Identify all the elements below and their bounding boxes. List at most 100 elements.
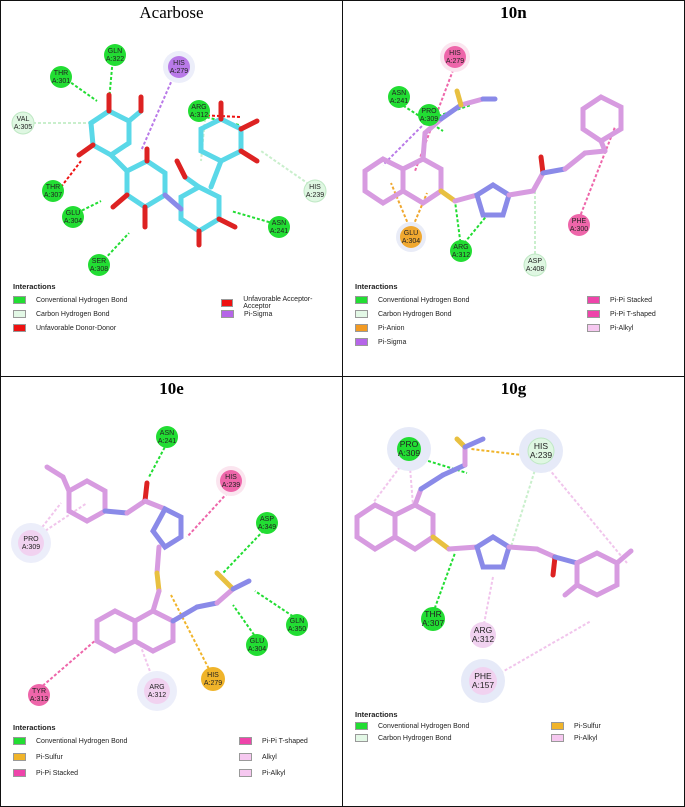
residue-disc (523, 253, 547, 277)
interaction-diagram: ASN A:241 HIS A:239 ASP A:349 PRO A:309 … (11, 426, 308, 711)
legend-label: Unfavorable Acceptor-Acceptor (243, 296, 313, 310)
legend-swatch (355, 296, 368, 304)
panel-title: 10n (500, 3, 527, 22)
legend-swatch (13, 324, 26, 332)
residue-name: HIS (173, 60, 185, 67)
residue-disc (397, 437, 421, 461)
interaction-line (186, 488, 232, 538)
residue-name: GLN (290, 618, 304, 625)
residue-disc (286, 614, 308, 636)
legend-swatch (551, 734, 564, 742)
residue-number: A:307 (44, 192, 62, 199)
legend-swatch (355, 722, 368, 730)
legend-item: Conventional Hydrogen Bond (13, 737, 127, 745)
residue-disc (28, 684, 50, 706)
legend-label: Pi-Alkyl (574, 734, 598, 742)
legend-item: Carbon Hydrogen Bond (13, 310, 110, 318)
residue-name: ARG (191, 104, 206, 111)
legend-label: Pi-Sulfur (574, 722, 601, 730)
legend-title: Interactions (13, 723, 56, 732)
residue-name: ASN (272, 220, 286, 227)
interaction-line (148, 442, 168, 478)
residue-disc (303, 179, 327, 203)
residue-discs (11, 44, 327, 276)
legend-label: Conventional Hydrogen Bond (36, 737, 128, 745)
legend-swatch (13, 737, 26, 745)
legend-swatch (239, 769, 252, 777)
residue-name: GLN (108, 48, 122, 55)
residue-disc (62, 206, 84, 228)
residue-number: A:312 (190, 112, 208, 119)
interaction-line (230, 210, 280, 226)
residue-name: PHE (572, 218, 587, 225)
legend-swatch (221, 310, 234, 318)
legend-label: Pi-Sigma (244, 310, 273, 318)
residue-name: ARG (453, 244, 468, 251)
residue-name: ARG (149, 684, 164, 691)
residue-disc (421, 607, 445, 631)
legend-label: Pi-Anion (378, 324, 405, 332)
interaction-line (508, 456, 540, 554)
residue-name: HIS (309, 184, 321, 191)
residue-name: PRO (23, 536, 39, 543)
residue-name: ASN (392, 90, 406, 97)
legend-label: Pi-Sulfur (36, 753, 63, 761)
interaction-line (254, 590, 298, 620)
residue-name: HIS (534, 441, 549, 451)
legend: Interactions Conventional Hydrogen Bond … (13, 723, 333, 783)
legend: Interactions Conventional Hydrogen Bond … (355, 710, 655, 750)
residue-number: A:304 (64, 218, 82, 225)
legend-label: Alkyl (262, 753, 277, 761)
residue-name: PRO (421, 108, 437, 115)
legend-item: Unfavorable Acceptor-Acceptor (221, 296, 333, 310)
residue-number: A:312 (452, 252, 470, 259)
residue-name: ASP (260, 516, 274, 523)
residue-disc (104, 44, 126, 66)
residue-disc (42, 180, 64, 202)
residue-disc (469, 667, 497, 695)
legend-item: Pi-Pi T-shaped (239, 737, 308, 745)
residue-number: A:300 (570, 226, 588, 233)
legend-item: Pi-Anion (355, 324, 404, 332)
interaction-diagram: HIS A:279 ASN A:241 PRO A:309 GLU A:304 … (362, 42, 624, 277)
legend-item: Alkyl (239, 753, 277, 761)
legend-title: Interactions (13, 282, 56, 291)
residue-disc (388, 86, 410, 108)
ligand-molecule (354, 436, 634, 598)
residue-number: A:322 (106, 56, 124, 63)
legend-label: Conventional Hydrogen Bond (378, 296, 470, 304)
legend-item: Conventional Hydrogen Bond (13, 296, 127, 304)
residue-disc (568, 214, 590, 236)
residue-disc (450, 240, 472, 262)
residue-disc (418, 104, 440, 126)
residue-disc (11, 111, 35, 135)
residue-name: THR (54, 70, 68, 77)
legend-swatch (587, 310, 600, 318)
interaction-line (260, 150, 314, 188)
residue-number: A:239 (530, 450, 552, 460)
residue-disc (201, 667, 225, 691)
residue-number: A:309 (22, 544, 40, 551)
residue-name: VAL (17, 116, 30, 123)
interaction-line (578, 126, 616, 220)
panel-10e: 10e (0, 376, 343, 807)
ligand-molecule (362, 88, 624, 218)
residue-name: ARG (474, 625, 492, 635)
residue-number: A:313 (30, 696, 48, 703)
legend-label: Pi-Pi T-shaped (610, 310, 656, 318)
legend-label: Pi-Pi Stacked (610, 296, 653, 304)
panel-10g: 10g (342, 376, 685, 807)
panel-title: Acarbose (139, 3, 204, 22)
residue-number: A:301 (52, 78, 70, 85)
legend-label: Pi-Pi T-shaped (262, 737, 308, 745)
panel-title: 10e (159, 379, 184, 398)
residue-disc (527, 437, 555, 465)
residue-disc (470, 622, 496, 648)
legend-label: Carbon Hydrogen Bond (378, 310, 452, 318)
legend-swatch (13, 753, 26, 761)
panel-acarbose: Acarbose (0, 0, 343, 377)
panel-10n: 10n (342, 0, 685, 377)
residue-disc (168, 56, 190, 78)
legend-label: Carbon Hydrogen Bond (378, 734, 452, 742)
